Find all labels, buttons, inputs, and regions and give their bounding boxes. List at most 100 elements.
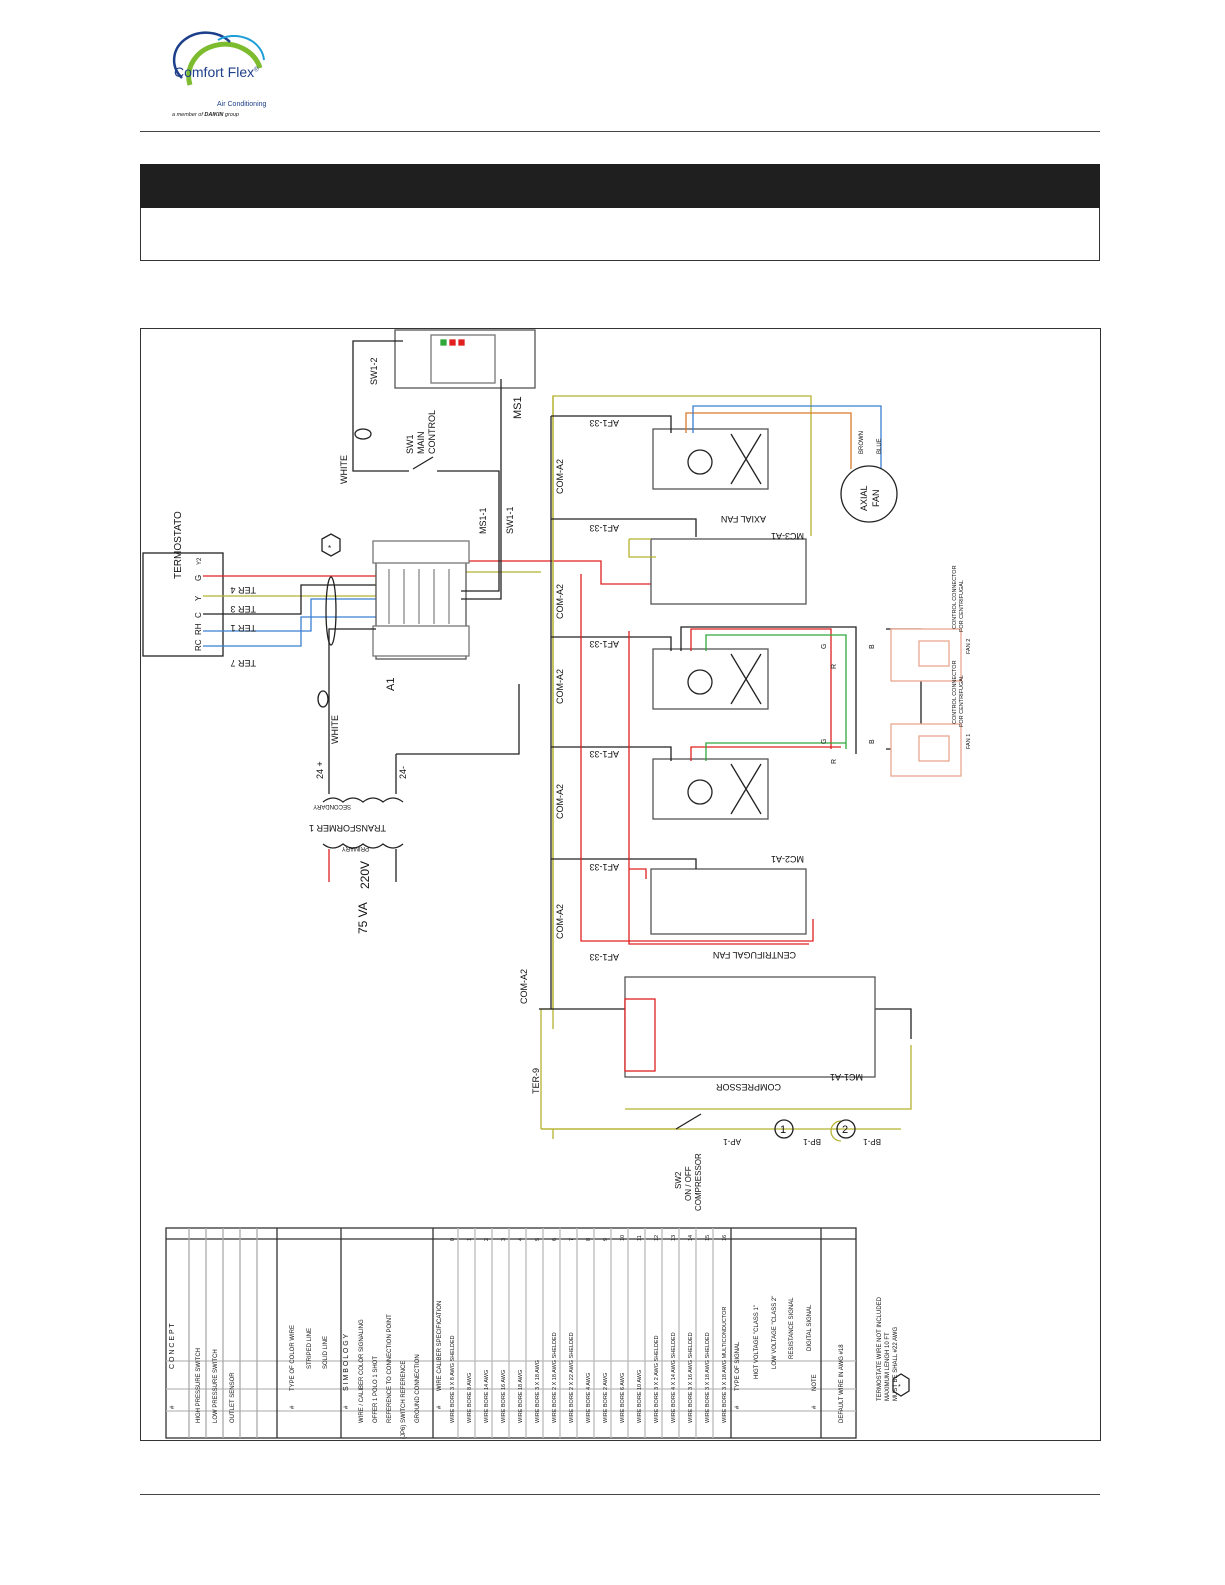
wire-spec-5: WIRE BORE 3 X 18 AWG — [535, 1360, 541, 1423]
label-sw2-compressor: COMPRESSOR — [694, 1153, 703, 1211]
wire-spec-7: WIRE BORE 2 X 22 AWG SHELDED — [569, 1332, 575, 1423]
wire-24minus — [396, 684, 520, 755]
thermostat-terminal-g: G — [194, 575, 203, 581]
label-switch-2: 2 — [842, 1124, 848, 1136]
wire-spec-num-12: 12 — [654, 1235, 660, 1241]
wire-spec-num-0: 0 — [450, 1238, 456, 1241]
label-sw2: SW2 — [674, 1171, 683, 1189]
footnote-2: MAXIMUM LENGH 10 FT — [885, 1332, 891, 1401]
label-af1-33-1: AF1-33 — [589, 418, 619, 428]
wire-ter7-blue — [203, 616, 381, 647]
legend-symb-3: REFERENCE TO CONNECTION POINT — [387, 1314, 393, 1423]
pressure-switch-2 — [836, 1119, 856, 1139]
thermostat-terminal-c: C — [194, 612, 203, 618]
label-blue: BLUE — [877, 438, 883, 454]
fan-control-centrifugal-2 — [652, 648, 769, 710]
wire-ms1-1 — [461, 379, 502, 600]
wire-sw1-2 — [352, 340, 409, 472]
thermostat-title: TERMOSTATO — [173, 511, 184, 579]
footnote-3: MUST BE SHALL #22 AWG — [893, 1327, 899, 1401]
label-switch-1: 1 — [780, 1124, 786, 1136]
wire-spec-num-6: 6 — [552, 1238, 558, 1241]
label-com-a2-5: COM-A2 — [555, 904, 565, 939]
label-sw1-main: MAIN — [416, 432, 426, 455]
contactor-compressor — [624, 976, 876, 1078]
wire-spec-num-1: 1 — [467, 1238, 473, 1241]
label-sw2-onoff: ON / OFF — [684, 1166, 693, 1201]
wire-spec-num-2: 2 — [484, 1238, 490, 1241]
label-220v: 220V — [358, 861, 372, 889]
legend-concept-3: OUTLET SENSOR — [230, 1372, 236, 1423]
label-af1-33-3: AF1-33 — [589, 639, 619, 649]
legend-concept-title: C O N C E P T — [169, 1323, 176, 1369]
wire-spec-13: WIRE BORE 4 X 14 AWG SHELDED — [671, 1332, 677, 1423]
legend-type-title: TYPE OF COLOR WIRE — [290, 1325, 296, 1391]
footer-rule — [140, 1494, 1100, 1495]
label-ctrl-fan1-1: CONTROL CONNECTOR — [952, 660, 958, 724]
label-af1-33-6: AF1-33 — [589, 952, 619, 962]
thermostat-terminal-rc: RC — [194, 639, 203, 651]
thermostat-box — [142, 552, 224, 657]
label-com-a2-4: COM-A2 — [555, 784, 565, 819]
wire-spec-1: WIRE BORE 8 AWG — [467, 1373, 473, 1423]
label-a1: A1 — [385, 678, 397, 691]
label-75va: 75 VA — [356, 902, 370, 934]
header-rule — [140, 131, 1100, 132]
wire-spec-14: WIRE BORE 3 X 16 AWG SHELDED — [688, 1332, 694, 1423]
wire-spec-16: WIRE BORE 3 X 18 AWG MULTICONDUCTOR — [722, 1307, 728, 1423]
legend-signal-hash: # — [735, 1405, 741, 1409]
label-ap-1: AP-1 — [723, 1137, 741, 1146]
label-mc2: MC2-A1 — [771, 854, 804, 864]
label-com-a2-3: COM-A2 — [555, 669, 565, 704]
fan-control-axial — [652, 428, 769, 490]
label-sw1-control: CONTROL — [427, 410, 437, 454]
label-ms1-1: MS1-1 — [478, 507, 488, 534]
label-bp-1-a: BP-1 — [803, 1137, 821, 1146]
brand-name: Comfort Flex® — [174, 64, 259, 80]
legend-striped: STRIPED LINE — [307, 1328, 313, 1369]
label-transformer: TRANSFORMER 1 — [309, 823, 386, 833]
label-primary: PRIMARY — [342, 845, 369, 851]
contactor-mc2 — [650, 868, 807, 935]
wire-spec-10: WIRE BORE 6 AWG — [620, 1373, 626, 1423]
wire-orange-brown — [685, 412, 852, 469]
diagram-labels: TERMOSTATO RC RH C Y G Y2 TER 4 TER 3 TE… — [169, 357, 972, 1439]
label-compressor: COMPRESSOR — [715, 1082, 781, 1092]
title-bar — [140, 164, 1100, 208]
fan-control-centrifugal-1 — [652, 758, 769, 820]
label-af1-33-4: AF1-33 — [589, 749, 619, 759]
wire-spec-9: WIRE BORE 2 AWG — [603, 1373, 609, 1423]
wire-spec-num-7: 7 — [569, 1238, 575, 1241]
wire-spec-8: WIRE BORE 4 AWG — [586, 1373, 592, 1423]
legend-signal-2: LOW VOLTAGE "CLASS 2" — [772, 1296, 778, 1369]
wiring-diagram: TERMOSTATO RC RH C Y G Y2 TER 4 TER 3 TE… — [140, 328, 1101, 1441]
label-r-fan1: R — [831, 759, 838, 764]
legend-spec-hash: # — [437, 1405, 443, 1409]
legend-note-title: NOTE — [812, 1374, 818, 1391]
label-b-fan2: B — [869, 644, 876, 649]
wire-spec-num-4: 4 — [518, 1238, 524, 1241]
legend-symb-1: WIRE / CALIBER COLOR SIGNALING — [359, 1319, 365, 1423]
thermostat-terminal-y: Y — [194, 595, 203, 601]
logo-swoosh-icon — [172, 31, 265, 86]
wire-spec-num-9: 9 — [603, 1238, 609, 1241]
hex-star: * — [328, 544, 331, 553]
title-box — [140, 208, 1100, 261]
wire-spec-num-5: 5 — [535, 1238, 541, 1241]
wiring-diagram-canvas — [142, 329, 962, 1439]
hex-star-badge — [321, 533, 341, 557]
footnote-hex-icon — [892, 1373, 910, 1397]
label-g-fan1: G — [821, 739, 828, 744]
label-com-a2-1: COM-A2 — [555, 459, 565, 494]
label-white-bottom: WHITE — [330, 715, 340, 744]
footnote-1: TERMOSTATE WIRE NOT INCLUDED — [877, 1296, 883, 1401]
footnote-star: * — [898, 1384, 901, 1391]
label-af1-33-5: AF1-33 — [589, 862, 619, 872]
label-ctrl-fan2-1: CONTROL CONNECTOR — [952, 565, 958, 629]
label-ter1: TER 1 — [230, 623, 256, 633]
label-com-a2-2: COM-A2 — [555, 584, 565, 619]
legend-signal-3: RESISTANCE SIGNAL — [789, 1297, 795, 1359]
label-ctrl-fan2-2: FOR CENTRIFUGAL — [959, 580, 965, 632]
wire-ter3 — [203, 584, 381, 615]
label-fan: FAN — [871, 489, 881, 507]
